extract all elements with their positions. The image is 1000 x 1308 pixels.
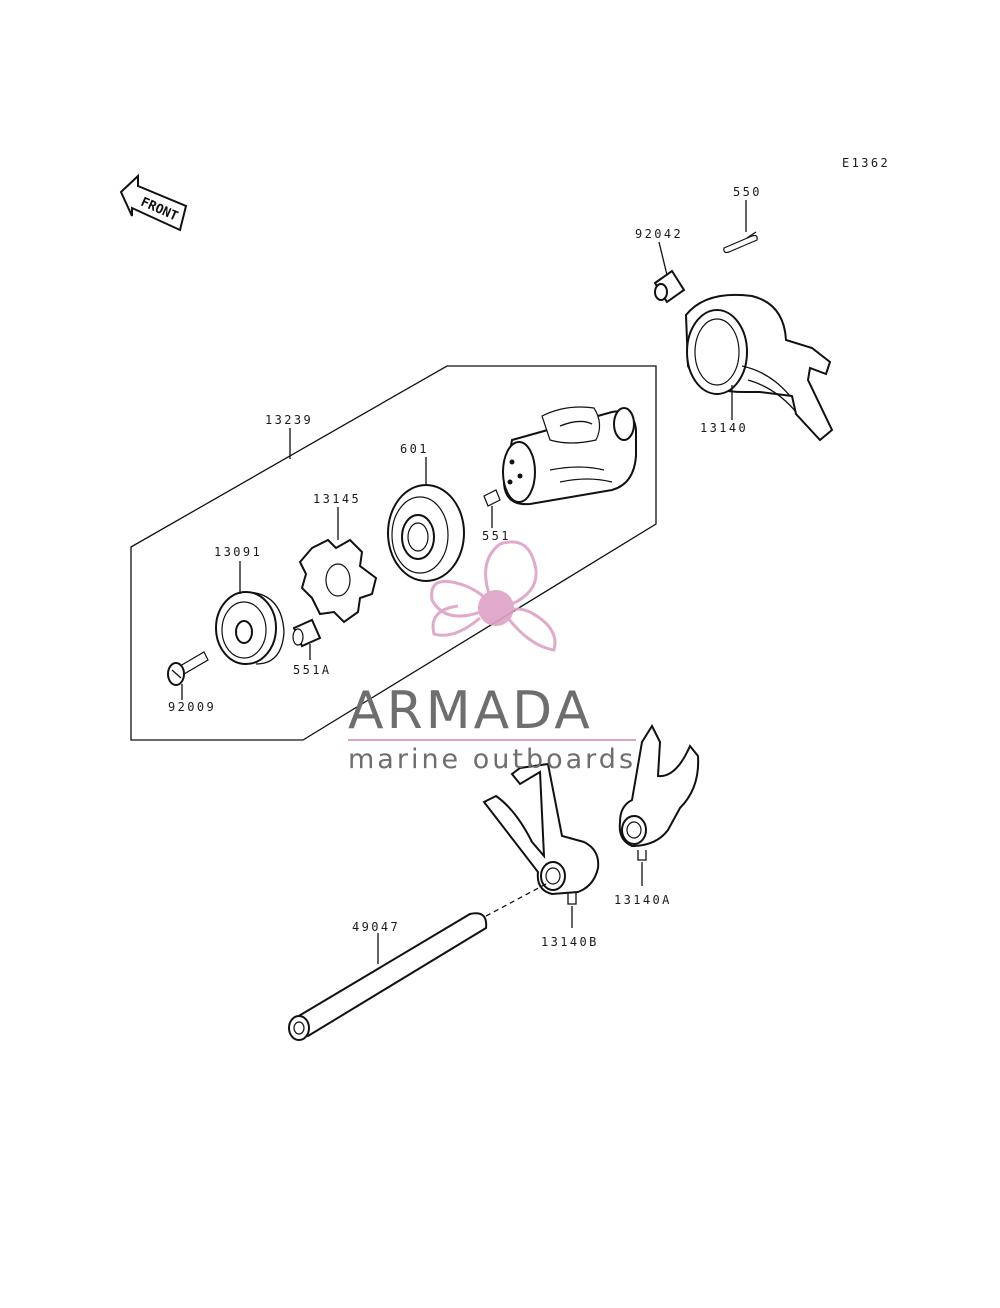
pin-550-icon — [723, 231, 758, 254]
assembly-outline — [130, 365, 657, 741]
shift-drum-icon — [502, 406, 637, 506]
screw-92009-icon — [167, 651, 209, 686]
shift-fork-13140A-icon — [618, 723, 700, 861]
pin-551A-icon — [292, 618, 322, 648]
label-13140A: 13140A — [614, 893, 672, 907]
shaft-49047-icon — [288, 912, 488, 1041]
label-13239: 13239 — [265, 413, 313, 427]
label-551A: 551A — [293, 663, 332, 677]
label-49047: 49047 — [352, 920, 400, 934]
diagram-code: E1362 — [842, 156, 890, 170]
watermark-brand: ARMADA — [348, 681, 593, 741]
label-550: 550 — [733, 185, 762, 199]
holder-plate-13091-icon — [215, 591, 285, 665]
label-601: 601 — [400, 442, 429, 456]
label-92009: 92009 — [168, 700, 216, 714]
shift-fork-13140B-icon — [482, 762, 600, 905]
pin-551-icon — [483, 489, 501, 507]
label-13140B: 13140B — [541, 935, 599, 949]
bearing-601-icon — [387, 484, 465, 582]
front-arrow-icon: FRONT — [119, 173, 188, 232]
shift-fork-13140-icon — [684, 293, 834, 442]
cam-plate-13145-icon — [298, 538, 378, 624]
leader-92042 — [658, 241, 668, 276]
alignment-line — [485, 883, 547, 917]
watermark-tagline: marine outboards — [348, 744, 636, 775]
label-92042: 92042 — [635, 227, 683, 241]
label-13140: 13140 — [700, 421, 748, 435]
collar-92042-icon — [653, 269, 686, 304]
label-13145: 13145 — [313, 492, 361, 506]
label-551: 551 — [482, 529, 511, 543]
propeller-icon — [430, 540, 557, 652]
label-13091: 13091 — [214, 545, 262, 559]
